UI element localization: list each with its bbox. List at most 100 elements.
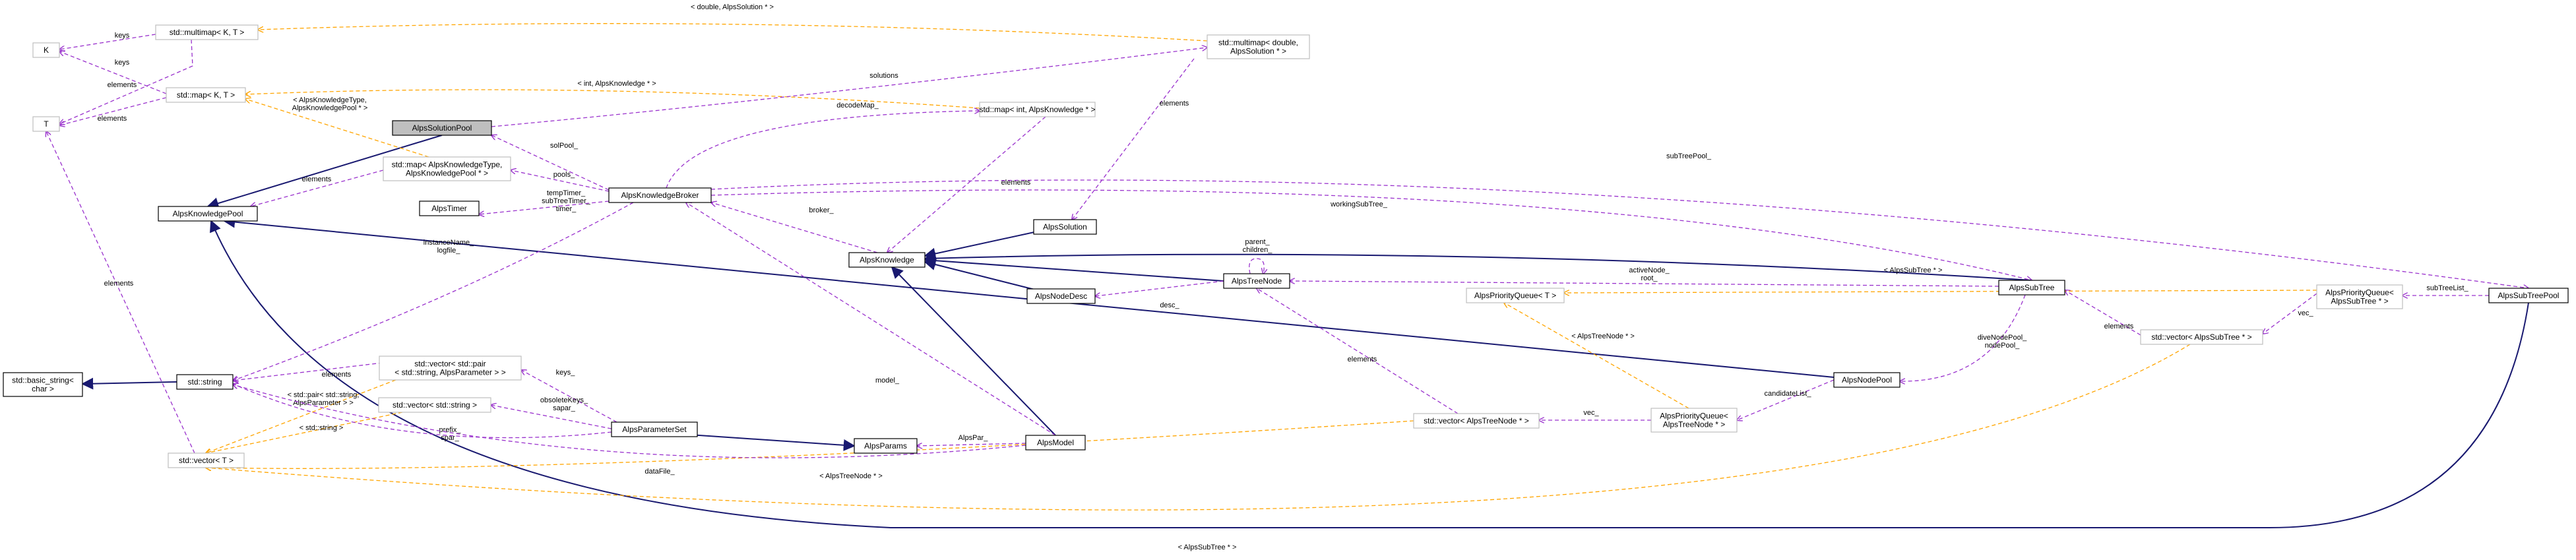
member-edge-broker: broker_ (711, 202, 878, 253)
edge-label: AlpsParameter > > (293, 399, 354, 407)
edge-label: logfile_ (437, 247, 461, 255)
node-map-kt[interactable]: std::map< K, T > (166, 87, 246, 103)
node-vector-sub-tree[interactable]: std::vector< AlpsSubTree * > (2140, 329, 2263, 345)
edge-label: elements (322, 371, 352, 379)
node-label: AlpsKnowledge (860, 255, 914, 264)
member-edge-active-node: activeNode_root_ (1290, 266, 1999, 287)
edge-label: < AlpsTreeNode * > (819, 472, 883, 480)
member-edge-keys-paramset: keys_ (521, 369, 617, 423)
node-label: AlpsSubTreePool (2498, 291, 2560, 300)
edge-label: keys (115, 32, 130, 40)
edge-label: candidateList_ (1765, 390, 1812, 398)
node-pq-sub-tree[interactable]: AlpsPriorityQueue<AlpsSubTree * > (2316, 284, 2403, 309)
node-label: AlpsSolution (1043, 222, 1087, 232)
inheritance-edge (891, 266, 1056, 436)
node-label: < std::string, AlpsParameter > > (394, 368, 505, 377)
node-k[interactable]: K (32, 42, 60, 58)
node-alps-node-desc[interactable]: AlpsNodeDesc (1026, 288, 1096, 304)
member-edge-elements-vecst: elements (2065, 290, 2141, 336)
edge-label: AlpsPar_ (958, 434, 989, 442)
edge-label: subTreeList_ (2426, 284, 2468, 292)
node-alps-knowledge[interactable]: AlpsKnowledge (848, 252, 926, 268)
node-pq-tree-node[interactable]: AlpsPriorityQueue<AlpsTreeNode * > (1650, 408, 1738, 433)
edge-label: timer_ (556, 205, 577, 213)
node-label: std::multimap< K, T > (170, 28, 245, 37)
edge-label: elements (1348, 356, 1377, 363)
node-vector-pair[interactable]: std::vector< std::pair< std::string, Alp… (379, 356, 522, 381)
node-vector-t[interactable]: std::vector< T > (168, 452, 245, 468)
node-alps-sub-tree[interactable]: AlpsSubTree (1998, 280, 2065, 296)
node-alps-model[interactable]: AlpsModel (1025, 435, 1086, 451)
member-edge-elements-mapknowtype: elements (251, 170, 384, 206)
node-label: AlpsKnowledgePool * > (406, 169, 488, 178)
edge-label: desc_ (1160, 301, 1179, 309)
node-label: AlpsKnowledgePool (173, 209, 243, 218)
node-alps-parameter-set[interactable]: AlpsParameterSet (611, 421, 698, 437)
member-edge-working-sub-tree: workingSubTree_ (710, 189, 2032, 280)
member-edge-alps-par: AlpsPar_ (917, 434, 1026, 446)
node-vector-tree-node[interactable]: std::vector< AlpsTreeNode * > (1413, 413, 1540, 429)
edge-label: children_ (1243, 246, 1273, 254)
node-map-know-type-pool[interactable]: std::map< AlpsKnowledgeType,AlpsKnowledg… (383, 156, 511, 181)
edge-label: root_ (1641, 274, 1658, 282)
edge-label: sapar_ (553, 404, 576, 412)
node-label: AlpsParams (864, 441, 907, 451)
member-edge-keys-map: keys (59, 51, 167, 94)
node-label: T (44, 119, 49, 129)
node-alps-params[interactable]: AlpsParams (854, 438, 918, 454)
edge-label: elements (1160, 100, 1189, 108)
node-label: std::map< int, AlpsKnowledge * > (979, 105, 1095, 114)
node-label: AlpsSubTree * > (2331, 297, 2388, 306)
member-edge-parent-children: parent_children_ (1243, 238, 1273, 274)
member-edge-obsolete-keys: obsoleteKeys_sapar_ (491, 396, 612, 429)
member-edge-dive-node-pool: diveNodePool_nodePool_ (1900, 294, 2027, 381)
edge-label: pools_ (553, 171, 575, 179)
node-alps-sub-tree-pool[interactable]: AlpsSubTreePool (2488, 288, 2569, 303)
edge-label: decodeMap_ (836, 102, 879, 109)
node-vector-string[interactable]: std::vector< std::string > (378, 397, 491, 413)
edge-label: elements (2104, 323, 2134, 330)
node-alps-knowledge-broker[interactable]: AlpsKnowledgeBroker (608, 187, 712, 203)
node-t[interactable]: T (32, 116, 60, 132)
node-label: K (44, 46, 49, 55)
node-basic-string[interactable]: std::basic_string<char > (3, 372, 83, 397)
node-alps-solution-pool[interactable]: AlpsSolutionPool (392, 120, 492, 136)
edge-label: < std::string > (299, 424, 344, 432)
node-label: AlpsSubTree (2009, 283, 2055, 292)
edge-label: solPool_ (550, 142, 579, 150)
template-edge-tmpl-int-know: < int, AlpsKnowledge * > (245, 80, 980, 109)
member-edge-sub-tree-list: subTreeList_ (2403, 284, 2489, 296)
edge-label: model_ (875, 377, 900, 385)
member-edge-vec-tn: vec_ (1539, 409, 1651, 420)
node-alps-node-pool[interactable]: AlpsNodePool (1833, 372, 1901, 388)
member-edge-elements-map: elements (59, 81, 167, 125)
edge-label: < AlpsTreeNode * > (1571, 332, 1635, 340)
node-label: std::map< K, T > (177, 90, 235, 100)
node-label: AlpsNodePool (1842, 375, 1892, 385)
node-label: AlpsModel (1037, 438, 1074, 447)
edge-label: diveNodePool_ (1978, 334, 2027, 342)
member-edge-sol-pool: solPool_ (491, 135, 610, 191)
edge-label: instanceName_ (424, 239, 474, 247)
node-label: AlpsPriorityQueue< T > (1474, 291, 1556, 300)
node-alps-tree-node[interactable]: AlpsTreeNode (1223, 273, 1290, 289)
node-label: AlpsPriorityQueue< (2325, 288, 2394, 297)
template-edge-tmpl-vec-tn: < AlpsTreeNode * > (206, 420, 1414, 480)
member-edge-elements-vector: elements (46, 131, 195, 454)
node-label: AlpsTreeNode * > (1663, 420, 1726, 429)
node-alps-timer[interactable]: AlpsTimer (419, 201, 480, 216)
node-label: std::multimap< double, (1218, 38, 1298, 47)
edge-label: < AlpsSubTree * > (1178, 544, 1237, 551)
node-map-int-know[interactable]: std::map< int, AlpsKnowledge * > (979, 102, 1096, 117)
node-multimap-double-sol[interactable]: std::multimap< double,AlpsSolution * > (1207, 34, 1310, 59)
node-alps-knowledge-pool[interactable]: AlpsKnowledgePool (158, 206, 258, 222)
node-multimap-kt[interactable]: std::multimap< K, T > (155, 24, 259, 40)
node-string[interactable]: std::string (176, 374, 234, 390)
node-label: std::vector< std::pair (414, 359, 486, 369)
template-edge-tmpl-double-sol: < double, AlpsSolution * > (258, 3, 1208, 42)
node-label: std::map< AlpsKnowledgeType, (392, 160, 503, 170)
node-label: AlpsParameterSet (622, 425, 687, 434)
node-alps-solution[interactable]: AlpsSolution (1033, 219, 1097, 235)
node-pq-template[interactable]: AlpsPriorityQueue< T > (1466, 288, 1565, 303)
